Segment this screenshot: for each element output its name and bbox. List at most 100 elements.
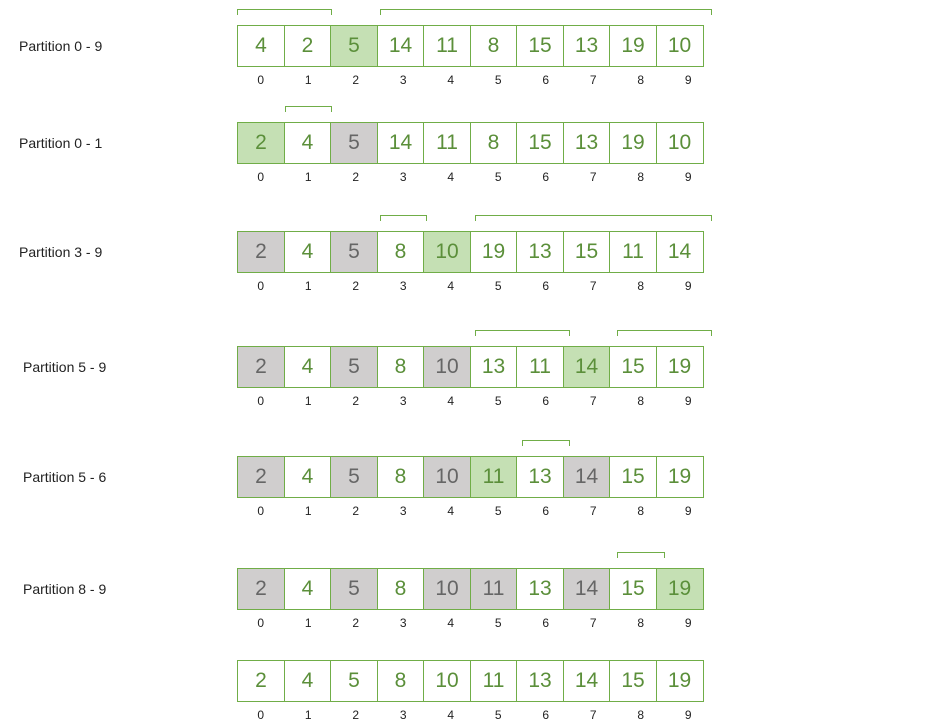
index-label: 6 — [542, 170, 550, 184]
index-label: 4 — [447, 708, 455, 722]
array-cell: 10 — [423, 660, 471, 702]
subarray-bracket — [522, 440, 570, 446]
sorted-cell: 5 — [330, 231, 378, 273]
partition-label: Partition 0 - 1 — [19, 135, 103, 151]
index-label: 9 — [684, 73, 692, 87]
partition-label: Partition 0 - 9 — [19, 38, 103, 54]
index-label: 8 — [637, 708, 645, 722]
array-cell: 15 — [516, 25, 564, 67]
partition-label: Partition 5 - 9 — [23, 359, 107, 375]
index-label: 0 — [257, 394, 265, 408]
index-label: 7 — [589, 170, 597, 184]
index-label: 3 — [399, 708, 407, 722]
index-label: 2 — [352, 279, 360, 293]
array-cell: 2 — [283, 25, 332, 67]
array-cell: 14 — [376, 25, 425, 67]
index-label: 9 — [684, 504, 692, 518]
index-label: 3 — [399, 504, 407, 518]
index-label: 9 — [684, 170, 692, 184]
array-cell: 19 — [609, 25, 657, 67]
array-cell: 8 — [469, 122, 518, 164]
array-cell: 13 — [516, 660, 564, 702]
index-label: 3 — [399, 279, 407, 293]
index-label: 8 — [637, 616, 645, 630]
index-label: 4 — [447, 394, 455, 408]
index-label: 5 — [494, 616, 502, 630]
pivot-cell: 14 — [562, 346, 611, 388]
index-label: 5 — [494, 394, 502, 408]
array-cell: 10 — [655, 25, 704, 67]
array-cell: 15 — [609, 568, 657, 610]
sorted-cell: 2 — [237, 346, 285, 388]
array-cell: 15 — [609, 660, 657, 702]
array-cell: 4 — [283, 231, 332, 273]
index-label: 2 — [352, 616, 360, 630]
index-label: 0 — [257, 170, 265, 184]
sorted-cell: 10 — [423, 456, 471, 498]
index-label: 3 — [399, 73, 407, 87]
index-label: 1 — [304, 708, 312, 722]
index-label: 8 — [637, 73, 645, 87]
subarray-bracket — [474, 330, 570, 336]
index-label: 2 — [352, 170, 360, 184]
array-cell: 4 — [283, 346, 332, 388]
sorted-cell: 11 — [469, 568, 518, 610]
index-label: 1 — [304, 170, 312, 184]
partition-label: Partition 5 - 6 — [23, 469, 107, 485]
index-label: 3 — [399, 170, 407, 184]
array-cell: 15 — [609, 456, 657, 498]
sorted-cell: 10 — [423, 568, 471, 610]
index-label: 6 — [542, 394, 550, 408]
array-cell: 19 — [609, 122, 657, 164]
sorted-cell: 2 — [237, 456, 285, 498]
array-cell: 11 — [423, 25, 471, 67]
subarray-bracket — [617, 552, 665, 558]
index-label: 7 — [589, 279, 597, 293]
partition-label: Partition 3 - 9 — [19, 244, 103, 260]
array-cell: 8 — [376, 660, 425, 702]
array-cell: 8 — [376, 346, 425, 388]
index-label: 2 — [352, 708, 360, 722]
index-label: 0 — [257, 616, 265, 630]
array-cell: 8 — [376, 231, 425, 273]
index-label: 4 — [447, 170, 455, 184]
sorted-cell: 14 — [562, 568, 611, 610]
pivot-cell: 5 — [330, 25, 378, 67]
index-label: 8 — [637, 279, 645, 293]
array-cell: 19 — [655, 346, 704, 388]
subarray-bracket — [284, 106, 332, 112]
index-label: 5 — [494, 73, 502, 87]
index-label: 3 — [399, 616, 407, 630]
array-cell: 13 — [562, 25, 611, 67]
index-label: 0 — [257, 708, 265, 722]
index-label: 1 — [304, 504, 312, 518]
partition-label: Partition 8 - 9 — [23, 581, 107, 597]
index-label: 0 — [257, 279, 265, 293]
index-label: 8 — [637, 394, 645, 408]
sorted-cell: 14 — [562, 456, 611, 498]
index-label: 6 — [542, 616, 550, 630]
array-cell: 8 — [376, 568, 425, 610]
index-label: 7 — [589, 504, 597, 518]
pivot-cell: 2 — [237, 122, 285, 164]
pivot-cell: 10 — [423, 231, 471, 273]
index-label: 7 — [589, 616, 597, 630]
index-label: 6 — [542, 279, 550, 293]
index-label: 2 — [352, 73, 360, 87]
index-label: 2 — [352, 504, 360, 518]
array-cell: 11 — [516, 346, 564, 388]
sorted-cell: 2 — [237, 231, 285, 273]
index-label: 2 — [352, 394, 360, 408]
array-cell: 13 — [516, 456, 564, 498]
